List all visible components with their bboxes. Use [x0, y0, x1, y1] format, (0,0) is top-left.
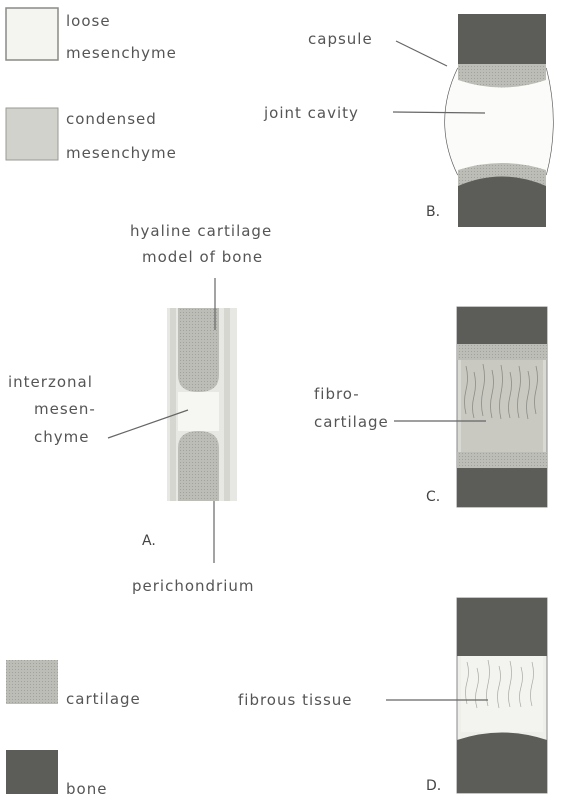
perichondrium-band-left — [170, 308, 176, 501]
hyaline-cartilage-upper — [178, 308, 219, 392]
articular-cartilage-lower — [457, 452, 547, 468]
interzonal-label-1: interzonal — [8, 373, 93, 391]
legend-condensed-label-2: mesenchyme — [66, 144, 177, 162]
bone-upper — [457, 307, 547, 344]
fibrocartilage-label-1: fibro- — [314, 385, 360, 403]
fibrous-tissue-label: fibrous tissue — [238, 691, 353, 709]
interzonal-label-2: mesen- — [34, 400, 96, 418]
panel-b-label: B. — [426, 204, 440, 220]
capsule-leader — [396, 41, 447, 66]
legend-cartilage: cartilage — [6, 660, 141, 708]
interzonal-label-3: chyme — [34, 428, 89, 446]
bone-lower — [457, 733, 547, 794]
bone-upper — [457, 598, 547, 656]
articular-cartilage-upper — [457, 344, 547, 360]
cartilage-swatch — [6, 660, 58, 704]
panel-c: fibro- cartilage C. — [314, 307, 547, 507]
capsule-label: capsule — [308, 30, 373, 48]
panel-d: fibrous tissue D. — [238, 598, 547, 794]
panel-a: hyaline cartilage model of bone interzon… — [8, 222, 272, 595]
legend-cartilage-label: cartilage — [66, 690, 141, 708]
legend-bone: bone — [6, 750, 107, 798]
panel-a-label: A. — [142, 533, 156, 549]
hyaline-label-2: model of bone — [142, 248, 263, 266]
bone-lower — [457, 468, 547, 507]
hyaline-cartilage-lower — [178, 431, 219, 501]
bone-upper — [458, 14, 546, 64]
bone-swatch — [6, 750, 58, 794]
loose-mesenchyme-swatch — [6, 8, 58, 60]
legend-condensed-mesenchyme: condensed mesenchyme — [6, 108, 177, 162]
panel-d-label: D. — [426, 778, 441, 794]
legend-condensed-label-1: condensed — [66, 110, 157, 128]
joint-cavity-label: joint cavity — [263, 104, 359, 122]
legend-bone-label: bone — [66, 780, 107, 798]
perichondrium-band-right — [224, 308, 230, 501]
perichondrium-label: perichondrium — [132, 577, 255, 595]
legend-loose-label-2: mesenchyme — [66, 44, 177, 62]
legend-loose-label-1: loose — [66, 12, 111, 30]
panel-b: capsule joint cavity B. — [263, 14, 553, 227]
condensed-mesenchyme-swatch — [6, 108, 58, 160]
panel-c-label: C. — [426, 489, 440, 505]
hyaline-label-1: hyaline cartilage — [130, 222, 272, 240]
fibrocartilage-label-2: cartilage — [314, 413, 389, 431]
bone-lower — [458, 177, 546, 228]
legend-loose-mesenchyme: loose mesenchyme — [6, 8, 177, 62]
